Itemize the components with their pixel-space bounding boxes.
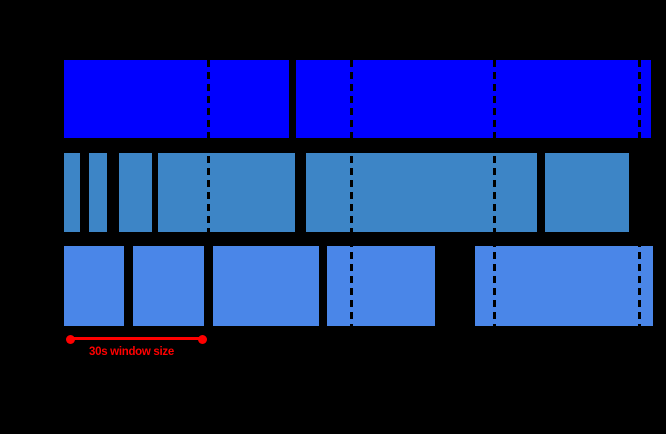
bar-segment-row-3 [64, 246, 124, 326]
arrow-right-dot [198, 335, 207, 344]
bar-segment-row-3 [213, 246, 319, 326]
bar-segment-row-3 [133, 246, 204, 326]
bar-segment-row-2 [89, 153, 107, 232]
bar-segment-row-1 [64, 60, 289, 138]
window-boundary-line [350, 60, 353, 327]
bar-segment-row-2 [306, 153, 537, 232]
bar-segment-row-2 [545, 153, 629, 232]
bar-segment-row-2 [158, 153, 295, 232]
arrow-left-dot [66, 335, 75, 344]
window-boundary-line [493, 60, 496, 327]
bar-segment-row-3 [327, 246, 435, 326]
window-size-label: 30s window size [89, 346, 174, 358]
bar-segment-row-2 [119, 153, 152, 232]
bar-segment-row-3 [475, 246, 653, 326]
bar-segment-row-1 [296, 60, 651, 138]
window-boundary-line [638, 60, 641, 327]
bar-segment-row-2 [64, 153, 80, 232]
arrow-line [68, 337, 205, 340]
window-boundary-line [207, 60, 210, 327]
